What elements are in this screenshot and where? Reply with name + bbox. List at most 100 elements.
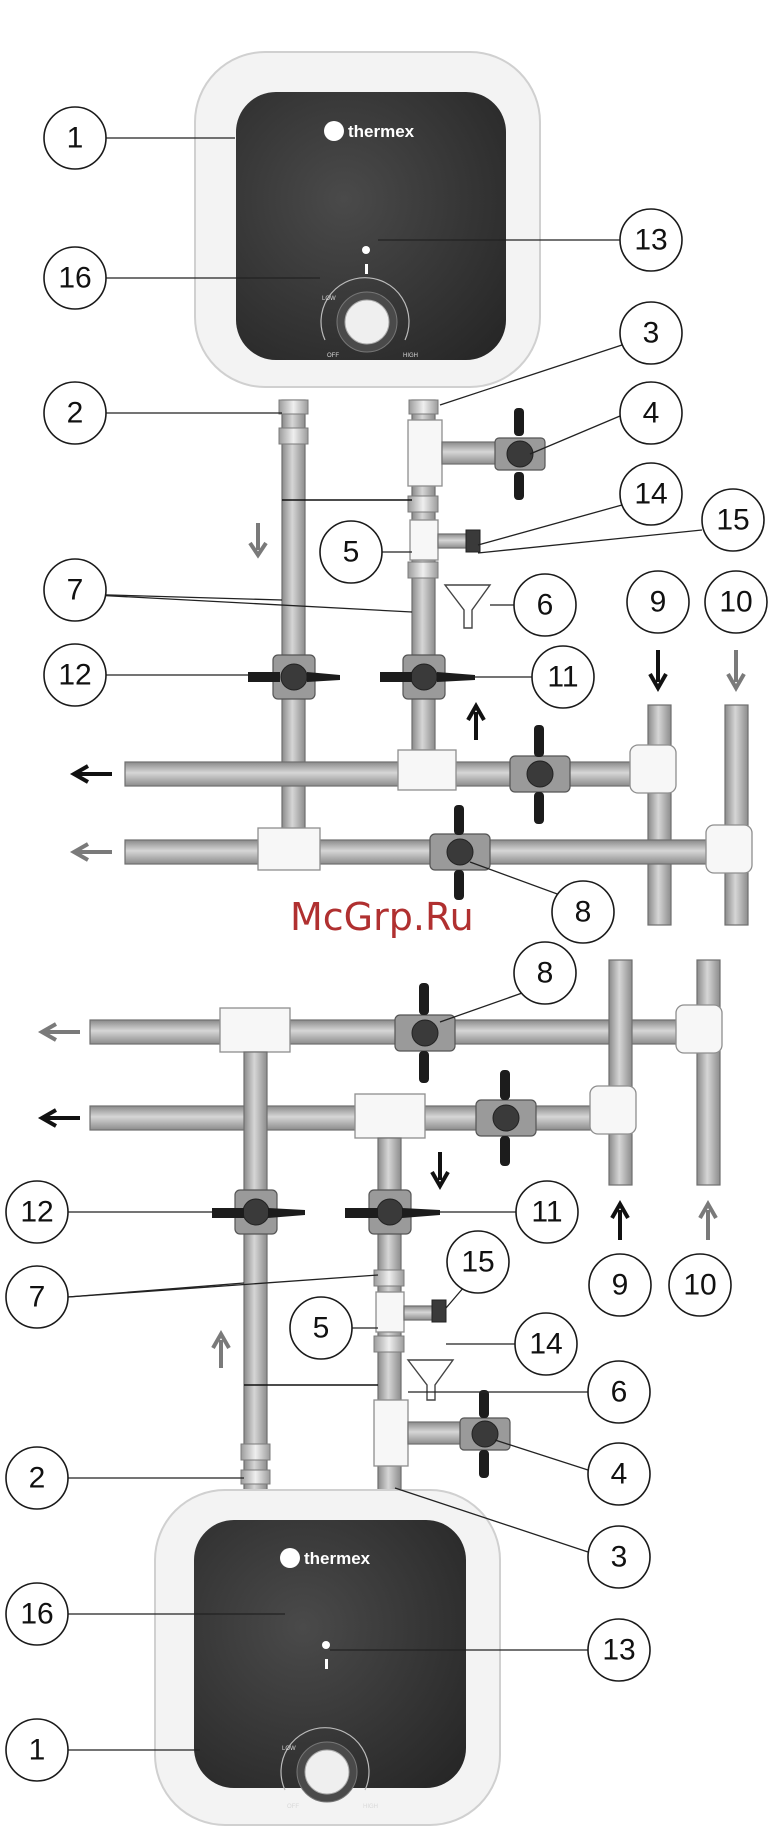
- callout-label: 15: [461, 1246, 494, 1279]
- brand-logo-icon: [280, 1548, 300, 1568]
- lower-mains: [90, 960, 722, 1185]
- callout-label: 3: [611, 1541, 628, 1574]
- tee-fitting: [398, 750, 456, 790]
- safety-valve-4[interactable]: [495, 408, 545, 500]
- tee-fitting: [220, 1008, 290, 1052]
- mixing-valve-hot[interactable]: [510, 725, 570, 824]
- flow-arrow-up-icon: [700, 1204, 716, 1240]
- callout-label: 4: [643, 397, 660, 430]
- indicator-light-icon: [362, 246, 370, 254]
- flow-arrow-left-icon: [74, 766, 112, 782]
- nut: [374, 1270, 404, 1286]
- shutoff-valve-12[interactable]: [248, 655, 340, 699]
- callout-label: 7: [29, 1281, 46, 1314]
- drain-funnel-icon: [408, 1360, 453, 1400]
- callout-label: 12: [58, 659, 91, 692]
- lower-heater: thermex LOW OFF HIGH: [155, 1490, 500, 1825]
- nut: [408, 562, 438, 578]
- callout-label: 11: [547, 661, 578, 694]
- callout-label: 5: [343, 536, 360, 569]
- nut: [409, 400, 438, 414]
- drain-branch-pipe: [442, 442, 502, 464]
- shutoff-valve-11[interactable]: [345, 1190, 440, 1234]
- stop-valve-8[interactable]: [395, 983, 455, 1083]
- drain-tap-icon[interactable]: [432, 1300, 446, 1322]
- upper-mains: [125, 705, 752, 925]
- riser-9: [648, 705, 671, 925]
- callout-label: 9: [650, 586, 667, 619]
- drain-funnel-icon: [445, 585, 490, 628]
- callout-label: 9: [612, 1269, 629, 1302]
- dial-high-label: HIGH: [363, 1804, 378, 1810]
- callout-label: 8: [537, 957, 554, 990]
- callout-label: 16: [58, 262, 91, 295]
- flow-arrow-left-icon: [42, 1024, 80, 1040]
- callout-label: 6: [611, 1376, 628, 1409]
- dial-low-label: LOW: [322, 296, 336, 302]
- shutoff-valve-12[interactable]: [212, 1190, 305, 1234]
- callout-label: 10: [719, 586, 752, 619]
- flow-arrow-up-icon: [468, 706, 484, 740]
- dial-low-label: LOW: [282, 1746, 296, 1752]
- dial-off-label: OFF: [327, 353, 339, 359]
- callout-label: 8: [575, 896, 592, 929]
- lower-scheme: thermex LOW OFF HIGH 8 12: [6, 942, 731, 1825]
- tee-fitting: [355, 1094, 425, 1138]
- nut: [279, 428, 308, 444]
- callout-label: 6: [537, 589, 554, 622]
- stop-valve-8[interactable]: [430, 805, 490, 900]
- callout-label: 1: [29, 1734, 46, 1767]
- tee-fitting: [374, 1400, 408, 1466]
- check-valve-tee: [376, 1292, 404, 1332]
- callout-label: 11: [531, 1196, 562, 1229]
- callout-label: 7: [67, 574, 84, 607]
- flow-arrow-up-icon: [213, 1334, 229, 1368]
- nut: [241, 1444, 270, 1460]
- safety-valve-4[interactable]: [460, 1390, 510, 1478]
- thermostat-knob[interactable]: [345, 300, 389, 344]
- brand-label: thermex: [348, 122, 415, 141]
- flow-arrow-left-icon: [74, 844, 112, 860]
- tee-fitting: [676, 1005, 722, 1053]
- shutoff-valve-11[interactable]: [380, 655, 475, 699]
- nut: [241, 1470, 270, 1484]
- callout-label: 2: [67, 397, 84, 430]
- tee-fitting: [258, 828, 320, 870]
- callout-label: 5: [313, 1312, 330, 1345]
- mixing-valve-hot[interactable]: [476, 1070, 536, 1166]
- upper-scheme: thermex LOW OFF HIGH: [44, 52, 767, 943]
- callout-label: 12: [20, 1196, 53, 1229]
- callout-label: 13: [602, 1634, 635, 1667]
- thermostat-knob[interactable]: [305, 1750, 349, 1794]
- dial-off-label: OFF: [287, 1804, 299, 1810]
- drain-tap-icon[interactable]: [466, 530, 480, 552]
- flow-arrow-down-icon: [728, 650, 744, 688]
- callout-label: 4: [611, 1458, 628, 1491]
- watermark-text: McGrp.Ru: [290, 895, 474, 939]
- outlet-pipe-left: [244, 1052, 267, 1492]
- flow-arrow-down-icon: [432, 1152, 448, 1186]
- callout-label: 15: [716, 504, 749, 537]
- callout-label: 3: [643, 317, 660, 350]
- brand-logo-icon: [324, 121, 344, 141]
- callout-label: 13: [634, 224, 667, 257]
- tee-fitting: [630, 745, 676, 793]
- indicator-light-icon: [322, 1641, 330, 1649]
- flow-arrow-down-icon: [250, 523, 266, 555]
- nut: [408, 496, 438, 512]
- tee-fitting: [408, 420, 442, 486]
- tee-fitting: [590, 1086, 636, 1134]
- check-valve-tee: [410, 520, 438, 560]
- tee-fitting: [706, 825, 752, 873]
- riser-10: [725, 705, 748, 925]
- dial-high-label: HIGH: [403, 353, 418, 359]
- upper-heater: thermex LOW OFF HIGH: [195, 52, 540, 387]
- flow-arrow-down-icon: [650, 650, 666, 688]
- callout-label: 14: [634, 478, 667, 511]
- callout-label: 10: [683, 1269, 716, 1302]
- indicator-switch-icon: [365, 264, 368, 274]
- callout-label: 1: [67, 122, 84, 155]
- indicator-switch-icon: [325, 1659, 328, 1669]
